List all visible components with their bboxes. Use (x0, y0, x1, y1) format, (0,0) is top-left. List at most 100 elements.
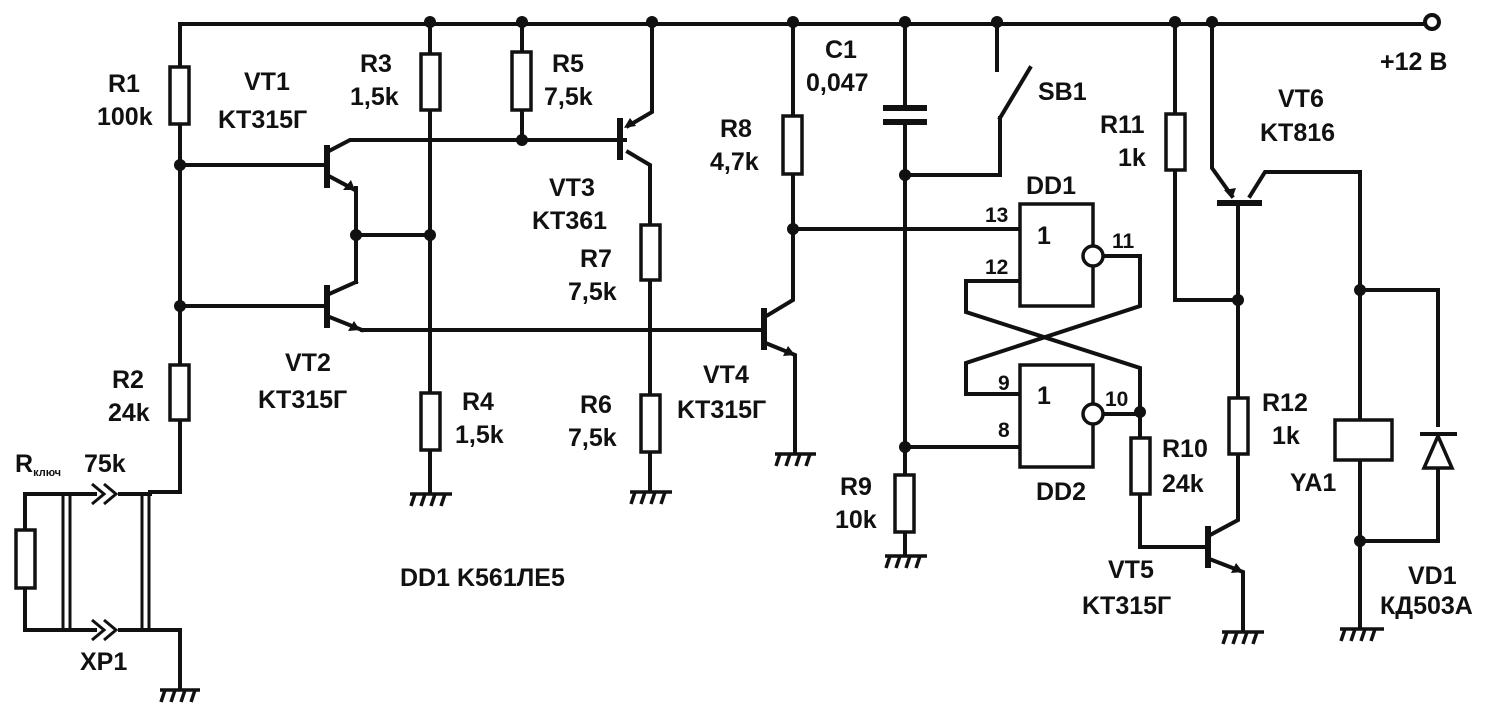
ground-icon (1221, 630, 1264, 645)
power-terminal-icon (1423, 13, 1441, 31)
r8-value: 4,7k (710, 148, 759, 176)
plug-pin-bottom (91, 618, 119, 642)
r3-value: 1,5k (350, 83, 399, 111)
r10-ref: R10 (1162, 435, 1208, 463)
capacitor-plates (883, 105, 927, 125)
wire (964, 254, 1142, 396)
ya1-ref: YA1 (1290, 469, 1336, 497)
r6-value: 7,5k (568, 424, 617, 452)
emitter-arrow (1231, 563, 1243, 573)
vt6-ref: VT6 (1278, 85, 1324, 113)
ground-icon (774, 452, 816, 467)
ground-icon (1339, 627, 1384, 642)
r2-value: 24k (108, 399, 150, 427)
wire (903, 116, 1002, 177)
r5-value: 7,5k (544, 83, 593, 111)
vt5-part: KT315Г (1082, 592, 1171, 620)
r1-ref: R1 (108, 70, 140, 98)
wire (148, 418, 182, 494)
gate-dd2-inversion-bubble (1081, 402, 1105, 426)
resistor-r5 (510, 50, 533, 112)
junction (991, 16, 1003, 28)
labels: +12 В DD1 K561ЛЕ5 R1 100k R2 24k R3 1,5k… (15, 36, 1473, 676)
resistor-r3 (419, 52, 442, 112)
ground-icon (629, 490, 672, 505)
r7-ref: R7 (580, 245, 612, 273)
resistor-r2 (168, 363, 191, 422)
rkey-ref: Rключ (15, 450, 61, 479)
wire (1138, 492, 1210, 549)
solenoid-ya1 (1333, 418, 1394, 462)
dd2-pin-8: 8 (998, 419, 1010, 442)
capacitor-c1 (883, 105, 927, 125)
r9-ref: R9 (840, 473, 872, 501)
ground-icon (159, 688, 200, 703)
resistor-r9 (893, 473, 916, 534)
junction (516, 16, 528, 28)
junction (1134, 406, 1146, 418)
junction-dots (174, 13, 1441, 547)
footnote-label: DD1 K561ЛЕ5 (400, 564, 565, 592)
connector-xp1-symbol (91, 482, 119, 642)
switch-sb1 (997, 65, 1033, 121)
cable-shield-left (61, 496, 72, 630)
emitter-arrow (348, 321, 360, 331)
wire (1173, 168, 1242, 302)
resistor-r10 (1129, 436, 1152, 496)
dd1-symbol: 1 (1037, 222, 1051, 250)
plug-pin-top (91, 482, 119, 506)
resistor-r7 (639, 223, 662, 282)
vt3-part: KT361 (532, 207, 607, 235)
wire (765, 172, 795, 318)
junction (1354, 535, 1366, 547)
resistor-r4 (419, 391, 442, 452)
wire (1358, 466, 1440, 543)
resistor-bodies (14, 50, 1250, 590)
vt6-part: KT816 (1260, 119, 1335, 147)
r11-value: 1k (1118, 144, 1146, 172)
switch-lever (997, 65, 1033, 121)
rkey-ref-main: R (15, 450, 33, 478)
wire (765, 341, 797, 454)
vt1-ref: VT1 (244, 68, 290, 96)
c1-value: 0,047 (806, 69, 869, 97)
vd1-part: КД503А (1380, 592, 1473, 620)
resistor-rkey (14, 528, 37, 590)
dd1-pin-11: 11 (1112, 230, 1135, 253)
resistor-r11 (1164, 112, 1187, 172)
junction (174, 300, 186, 312)
junction (1232, 294, 1244, 306)
transistor-symbols (324, 118, 1262, 573)
resistor-r12 (1227, 396, 1250, 456)
junction (1354, 284, 1366, 296)
power-label: +12 В (1380, 48, 1447, 76)
r12-value: 1k (1272, 422, 1300, 450)
junction (350, 229, 362, 241)
wire (1247, 170, 1362, 422)
dd2-ref: DD2 (1036, 478, 1086, 506)
wire (625, 22, 654, 129)
r5-ref: R5 (552, 50, 584, 78)
vt1-part: KT315Г (218, 106, 307, 134)
collector (324, 279, 359, 298)
resistor-r8 (781, 114, 804, 176)
vt2-part: KT315Г (258, 386, 347, 414)
ground-icon (884, 554, 927, 569)
r11-ref: R11 (1100, 111, 1145, 139)
r4-value: 1,5k (455, 421, 504, 449)
logic-gates (1018, 202, 1105, 469)
ground-symbols (159, 452, 1384, 703)
xp1-ref: XP1 (80, 648, 127, 676)
diode-vd1 (1420, 431, 1457, 470)
collector (324, 138, 360, 155)
gate-dd1-inversion-bubble (1081, 244, 1105, 268)
dd1-pin-13: 13 (985, 204, 1008, 227)
vt4-ref: VT4 (703, 361, 749, 389)
transistor-vt1 (324, 138, 360, 193)
rkey-value: 75k (84, 450, 126, 478)
wire (625, 149, 652, 227)
solenoid-coil (1333, 418, 1394, 462)
rkey-ref-sub: ключ (33, 467, 61, 479)
cable-shield-right (140, 496, 151, 630)
vt3-ref: VT3 (549, 174, 595, 202)
